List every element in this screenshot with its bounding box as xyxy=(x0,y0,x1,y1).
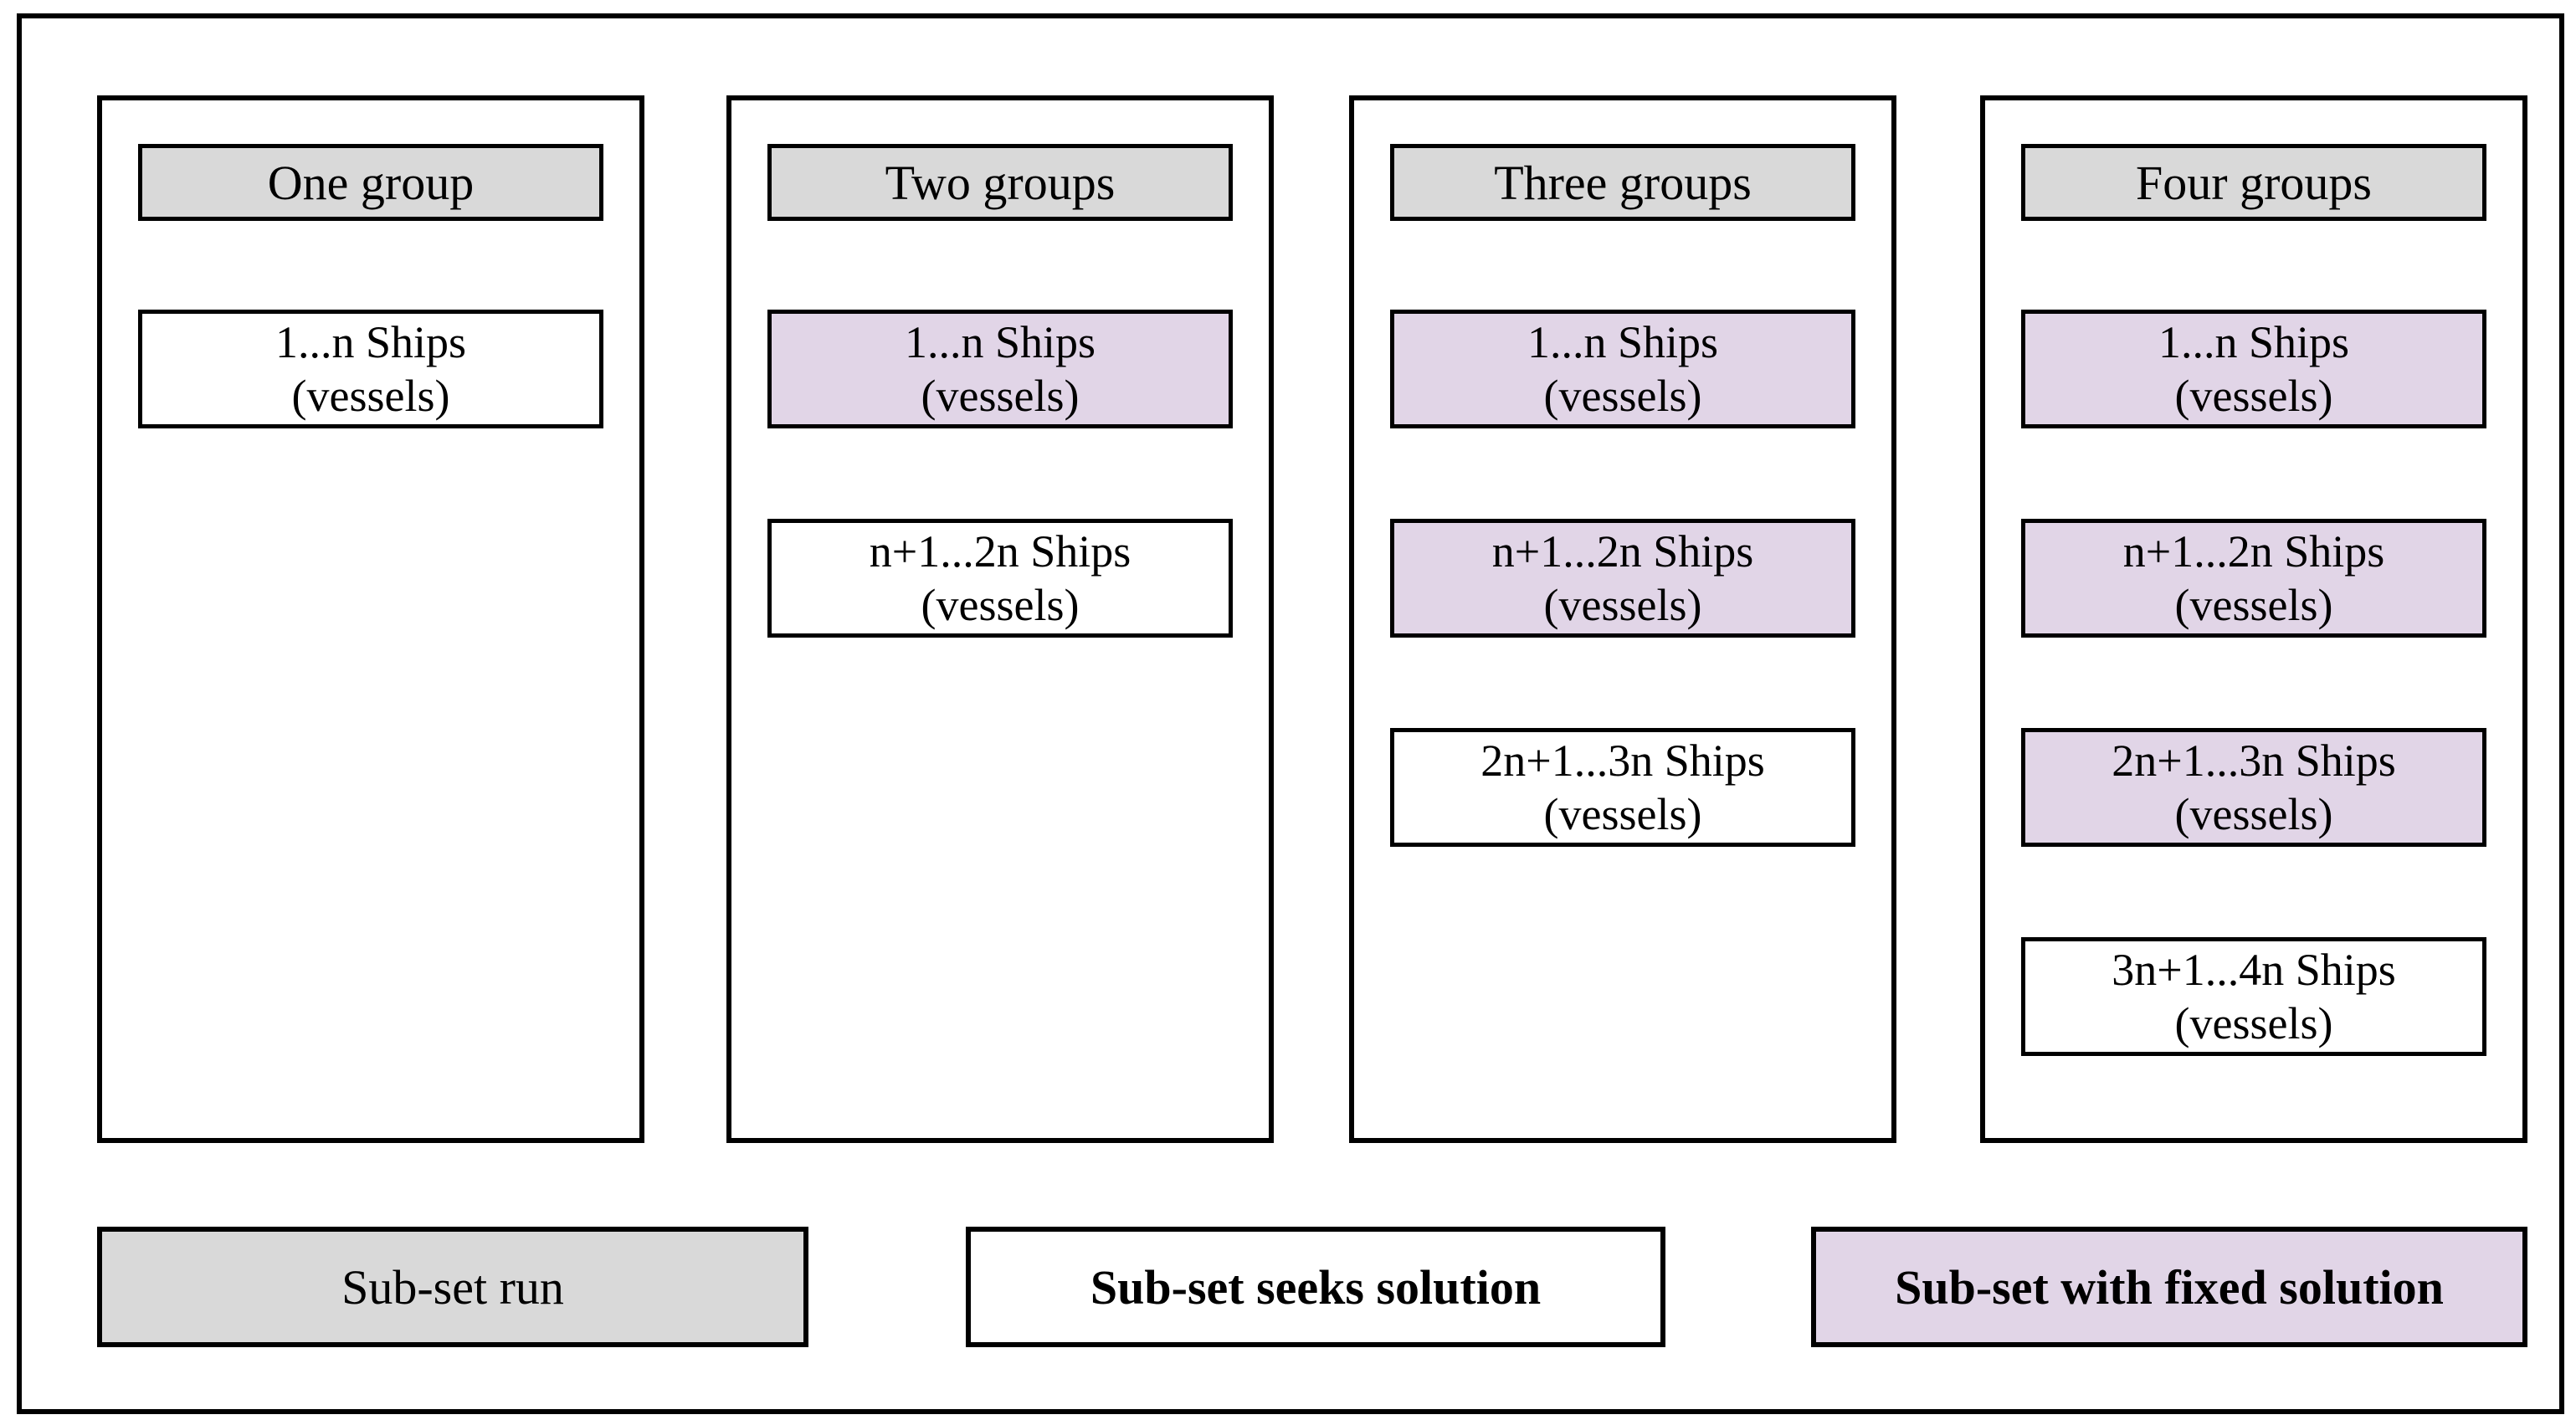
group-header: Four groups xyxy=(2021,144,2486,221)
group-panel-3: Three groups 1...n Ships (vessels) n+1..… xyxy=(1349,95,1896,1143)
subset-box-4-3: 2n+1...3n Ships (vessels) xyxy=(2021,728,2486,847)
group-panel-1: One group 1...n Ships (vessels) xyxy=(97,95,644,1143)
group-panel-4: Four groups 1...n Ships (vessels) n+1...… xyxy=(1980,95,2527,1143)
subset-box-range: 1...n Ships xyxy=(904,317,1096,367)
subset-box-unit: (vessels) xyxy=(2174,998,2333,1048)
subset-box-unit: (vessels) xyxy=(2174,580,2333,630)
subset-box-unit: (vessels) xyxy=(2174,789,2333,839)
legend-item-3: Sub-set with fixed solution xyxy=(1811,1227,2527,1347)
subset-box-unit: (vessels) xyxy=(1543,789,1702,839)
subset-box-4-1: 1...n Ships (vessels) xyxy=(2021,310,2486,428)
subset-box-2-1: 1...n Ships (vessels) xyxy=(767,310,1233,428)
subset-box-range: n+1...2n Ships xyxy=(869,526,1131,577)
subset-box-unit: (vessels) xyxy=(291,371,450,421)
subset-box-unit: (vessels) xyxy=(921,371,1080,421)
subset-box-range: 2n+1...3n Ships xyxy=(1480,736,1765,786)
subset-box-1-1: 1...n Ships (vessels) xyxy=(138,310,603,428)
group-panel-2: Two groups 1...n Ships (vessels) n+1...2… xyxy=(726,95,1274,1143)
legend-item-2: Sub-set seeks solution xyxy=(966,1227,1665,1347)
subset-box-3-1: 1...n Ships (vessels) xyxy=(1390,310,1855,428)
subset-box-range: 2n+1...3n Ships xyxy=(2112,736,2396,786)
subset-box-2-2: n+1...2n Ships (vessels) xyxy=(767,519,1233,638)
group-header: One group xyxy=(138,144,603,221)
subset-box-range: 1...n Ships xyxy=(275,317,467,367)
subset-box-range: 1...n Ships xyxy=(1527,317,1719,367)
subset-box-4-2: n+1...2n Ships (vessels) xyxy=(2021,519,2486,638)
group-header: Three groups xyxy=(1390,144,1855,221)
subset-box-unit: (vessels) xyxy=(2174,371,2333,421)
legend-item-1: Sub-set run xyxy=(97,1227,808,1347)
subset-box-3-2: n+1...2n Ships (vessels) xyxy=(1390,519,1855,638)
subset-box-range: n+1...2n Ships xyxy=(2122,526,2385,577)
subset-box-range: n+1...2n Ships xyxy=(1491,526,1754,577)
subset-box-4-4: 3n+1...4n Ships (vessels) xyxy=(2021,937,2486,1056)
subset-box-range: 3n+1...4n Ships xyxy=(2112,945,2396,995)
subset-box-unit: (vessels) xyxy=(921,580,1080,630)
subset-box-range: 1...n Ships xyxy=(2158,317,2350,367)
diagram-frame: One group 1...n Ships (vessels) Two grou… xyxy=(17,13,2564,1414)
subset-box-unit: (vessels) xyxy=(1543,371,1702,421)
group-header: Two groups xyxy=(767,144,1233,221)
subset-box-3-3: 2n+1...3n Ships (vessels) xyxy=(1390,728,1855,847)
subset-box-unit: (vessels) xyxy=(1543,580,1702,630)
